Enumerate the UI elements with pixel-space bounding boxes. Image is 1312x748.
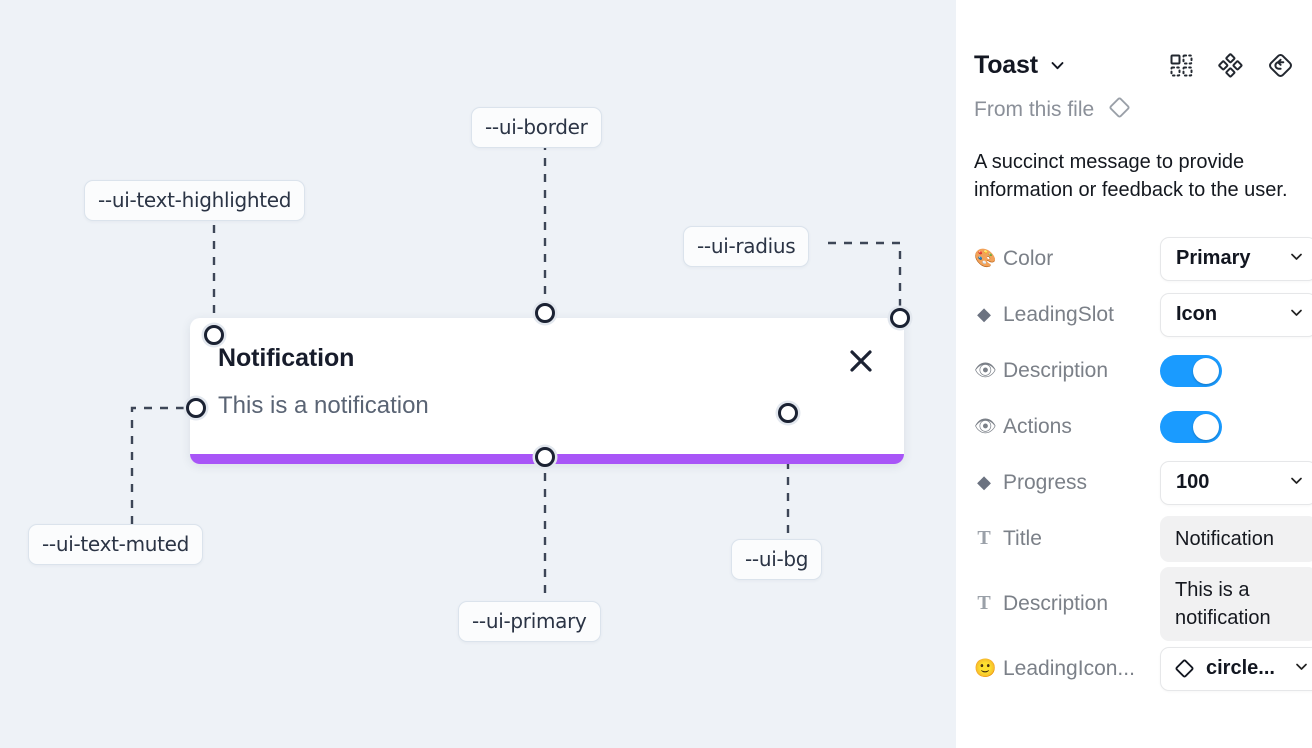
diamond-emoji-icon: ◆ xyxy=(977,471,991,493)
property-label-text: Title xyxy=(1003,526,1042,550)
progress-select-value: 100 xyxy=(1176,471,1210,494)
property-row-leadingicon: 🙂 LeadingIcon... circle... xyxy=(974,641,1312,697)
component-description: A succinct message to provide informatio… xyxy=(974,151,1288,202)
text-icon: T xyxy=(977,592,991,615)
handle-border[interactable] xyxy=(535,303,555,323)
toggle-knob xyxy=(1193,357,1219,384)
property-list: 🎨 Color Primary ◆ LeadingSlot xyxy=(974,231,1312,697)
color-select-value: Primary xyxy=(1176,247,1251,270)
property-label-progress: ◆ Progress xyxy=(974,471,1160,495)
toast-preview-card[interactable]: Notification This is a notification xyxy=(190,318,904,464)
chevron-down-icon xyxy=(1289,247,1304,270)
handle-text-muted[interactable] xyxy=(186,398,206,418)
handle-radius[interactable] xyxy=(890,308,910,328)
property-row-title: T Title Notification xyxy=(974,511,1312,567)
actions-toggle[interactable] xyxy=(1160,410,1222,443)
panel-header: Toast xyxy=(974,34,1294,96)
chevron-down-icon xyxy=(1294,657,1309,680)
text-icon: T xyxy=(977,527,991,550)
annotation-pill-border[interactable]: --ui-border xyxy=(471,107,602,148)
eye-emoji-icon: 👁 xyxy=(974,415,997,437)
diamond-icon xyxy=(1106,94,1133,126)
property-label-title: T Title xyxy=(974,527,1160,551)
annotation-pill-text-highlighted[interactable]: --ui-text-highlighted xyxy=(84,180,306,221)
annotation-pill-primary[interactable]: --ui-primary xyxy=(458,601,601,642)
diamond-icon xyxy=(1172,656,1197,681)
annotation-pill-bg[interactable]: --ui-bg xyxy=(731,539,823,580)
reset-icon[interactable] xyxy=(1267,52,1294,79)
from-this-file-label: From this file xyxy=(974,98,1095,121)
eye-emoji-icon: 👁 xyxy=(974,359,997,381)
chevron-down-icon xyxy=(1289,471,1304,494)
handle-primary[interactable] xyxy=(535,447,555,467)
property-label-text: Actions xyxy=(1003,414,1072,438)
property-row-description-toggle: 👁 Description xyxy=(974,343,1294,399)
property-row-description-text: T Description This is a notification xyxy=(974,566,1312,641)
toast-title: Notification xyxy=(218,344,355,372)
close-icon[interactable] xyxy=(848,348,874,374)
description-input[interactable]: This is a notification xyxy=(1160,566,1312,641)
panel-header-actions xyxy=(1169,52,1294,79)
chevron-down-icon xyxy=(1289,303,1304,326)
diamond-emoji-icon: ◆ xyxy=(977,303,991,325)
toggle-knob xyxy=(1193,413,1219,440)
property-row-actions-toggle: 👁 Actions xyxy=(974,399,1294,455)
leadingslot-select[interactable]: Icon xyxy=(1160,292,1312,337)
annotation-pill-text-muted[interactable]: --ui-text-muted xyxy=(28,524,204,565)
color-select[interactable]: Primary xyxy=(1160,236,1312,281)
leadingicon-select-value: circle... xyxy=(1206,657,1275,680)
property-row-color: 🎨 Color Primary xyxy=(974,231,1312,287)
property-row-progress: ◆ Progress 100 xyxy=(974,455,1312,511)
property-label-description-text: T Description xyxy=(974,592,1160,616)
annotation-pill-radius[interactable]: --ui-radius xyxy=(683,226,810,267)
description-toggle[interactable] xyxy=(1160,354,1222,387)
property-row-leadingslot: ◆ LeadingSlot Icon xyxy=(974,287,1312,343)
property-label-text: Description xyxy=(1003,591,1109,615)
property-label-leadingslot: ◆ LeadingSlot xyxy=(974,303,1160,327)
property-label-text: LeadingIcon... xyxy=(1003,656,1135,680)
palette-emoji-icon: 🎨 xyxy=(974,247,997,269)
property-label-text: Progress xyxy=(1003,470,1088,494)
property-label-leadingicon: 🙂 LeadingIcon... xyxy=(974,657,1160,681)
toast-description: This is a notification xyxy=(218,392,429,419)
leadingicon-select[interactable]: circle... xyxy=(1160,646,1312,691)
property-label-color: 🎨 Color xyxy=(974,247,1160,271)
leadingslot-select-value: Icon xyxy=(1176,303,1218,326)
component-grid-icon[interactable] xyxy=(1169,53,1194,78)
property-label-description: 👁 Description xyxy=(974,359,1160,383)
from-this-file-row[interactable]: From this file xyxy=(974,94,1294,126)
property-label-actions: 👁 Actions xyxy=(974,415,1160,439)
property-label-text: Color xyxy=(1003,246,1054,270)
design-canvas[interactable]: Notification This is a notification --ui… xyxy=(0,0,956,748)
property-label-text: Description xyxy=(1003,358,1109,382)
panel-title: Toast xyxy=(974,50,1038,79)
variants-icon[interactable] xyxy=(1218,52,1243,78)
progress-select[interactable]: 100 xyxy=(1160,460,1312,505)
title-input[interactable]: Notification xyxy=(1160,515,1312,562)
handle-text-highlighted[interactable] xyxy=(204,325,224,345)
property-label-text: LeadingSlot xyxy=(1003,302,1114,326)
properties-panel: Toast xyxy=(956,0,1312,748)
smiley-emoji-icon: 🙂 xyxy=(974,657,997,679)
handle-bg[interactable] xyxy=(778,403,798,423)
chevron-down-icon[interactable] xyxy=(1049,57,1066,74)
